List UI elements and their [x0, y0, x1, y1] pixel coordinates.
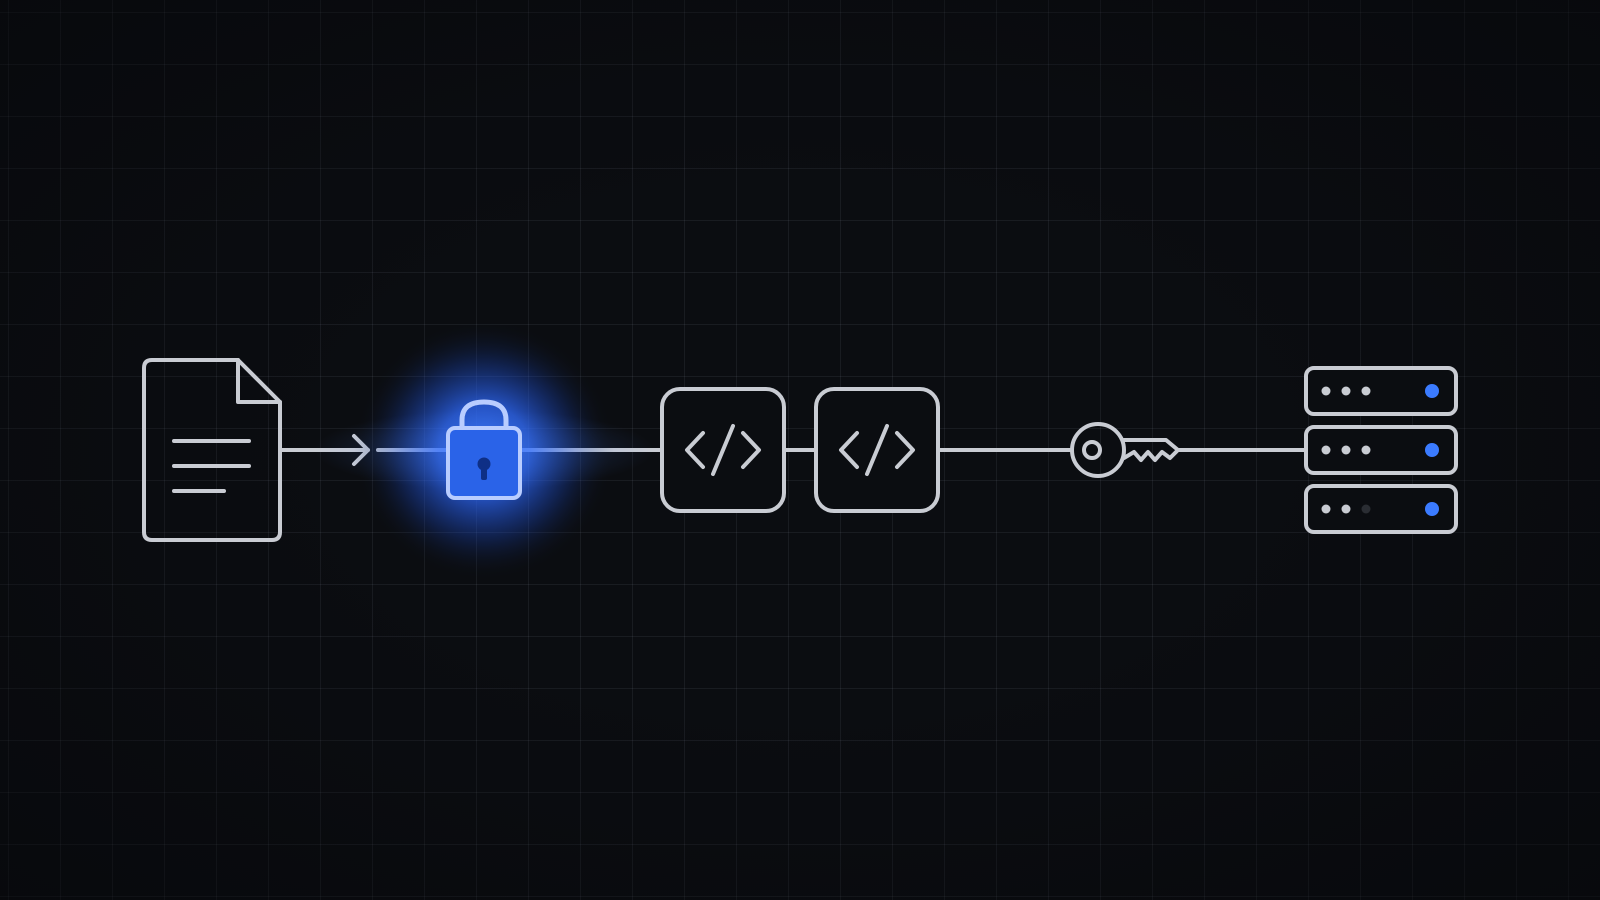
- padlock-icon: [446, 399, 522, 500]
- code-brackets-icon: [839, 424, 915, 476]
- status-led: [1425, 443, 1439, 457]
- document-icon: [142, 358, 282, 542]
- server-unit-1: [1304, 366, 1458, 416]
- server-unit-3: [1304, 484, 1458, 534]
- code-node-1: [660, 387, 786, 513]
- key-icon: [1070, 422, 1180, 478]
- code-node-2: [814, 387, 940, 513]
- lock-node: [314, 320, 654, 580]
- server-unit-2: [1304, 425, 1458, 475]
- status-led: [1425, 384, 1439, 398]
- server-stack-icon: [1304, 366, 1458, 534]
- code-brackets-icon: [685, 424, 761, 476]
- status-led: [1425, 502, 1439, 516]
